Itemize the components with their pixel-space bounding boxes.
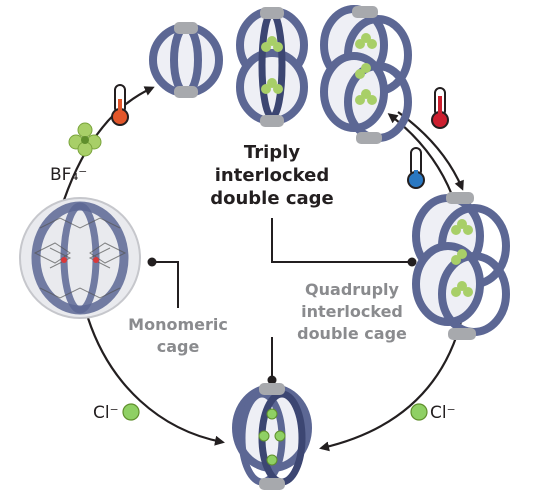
- triply-interlocked-label: Triply interlocked double cage: [210, 142, 334, 209]
- monomeric-line2: cage: [157, 337, 200, 356]
- thermometer-red-icon: [431, 87, 449, 129]
- arrow-triply-to-quadruply: [397, 111, 464, 191]
- quadruply-line2: interlocked: [301, 302, 403, 321]
- quadruply-line3: double cage: [297, 324, 407, 343]
- triply-line1: Triply: [244, 142, 300, 163]
- chloride-icon: [122, 403, 140, 421]
- bf4-label: BF₄⁻: [50, 165, 87, 185]
- triply-interlocked-cage-top-right: [320, 5, 412, 144]
- callout-dot-triply: [407, 257, 417, 267]
- quadruply-interlocked-cage-right: [412, 192, 510, 340]
- quadruply-label: Quadruply interlocked double cage: [297, 280, 407, 343]
- triply-line2: interlocked: [215, 165, 329, 186]
- chloride-icon: [410, 403, 428, 421]
- interlocked-cage-top-middle: [236, 7, 308, 127]
- quadruply-line1: Quadruply: [305, 280, 399, 299]
- cl-label-left: Cl⁻: [93, 403, 119, 423]
- thermometer-hot-icon: [111, 84, 129, 126]
- arrow-monomer-to-product: [86, 317, 225, 446]
- product-cage-bottom: [232, 383, 312, 490]
- bf4-anion-icon: [68, 122, 102, 157]
- callout-line-triply: [271, 218, 412, 263]
- arrow-monomer-to-cage1: [62, 86, 155, 201]
- callout-dot-monomeric: [147, 257, 157, 267]
- triply-line3: double cage: [210, 188, 334, 209]
- monomeric-line1: Monomeric: [128, 315, 228, 334]
- callout-line-monomeric: [152, 261, 179, 308]
- thermometer-cold-icon: [407, 147, 425, 189]
- monomeric-cage-top: [149, 22, 223, 98]
- arrow-quadruply-to-product: [319, 317, 464, 452]
- monomeric-label: Monomeric cage: [128, 315, 228, 356]
- monomeric-cage-molecular: [19, 197, 141, 319]
- cl-label-right: Cl⁻: [430, 403, 456, 423]
- callout-dot-quadruply: [267, 375, 277, 385]
